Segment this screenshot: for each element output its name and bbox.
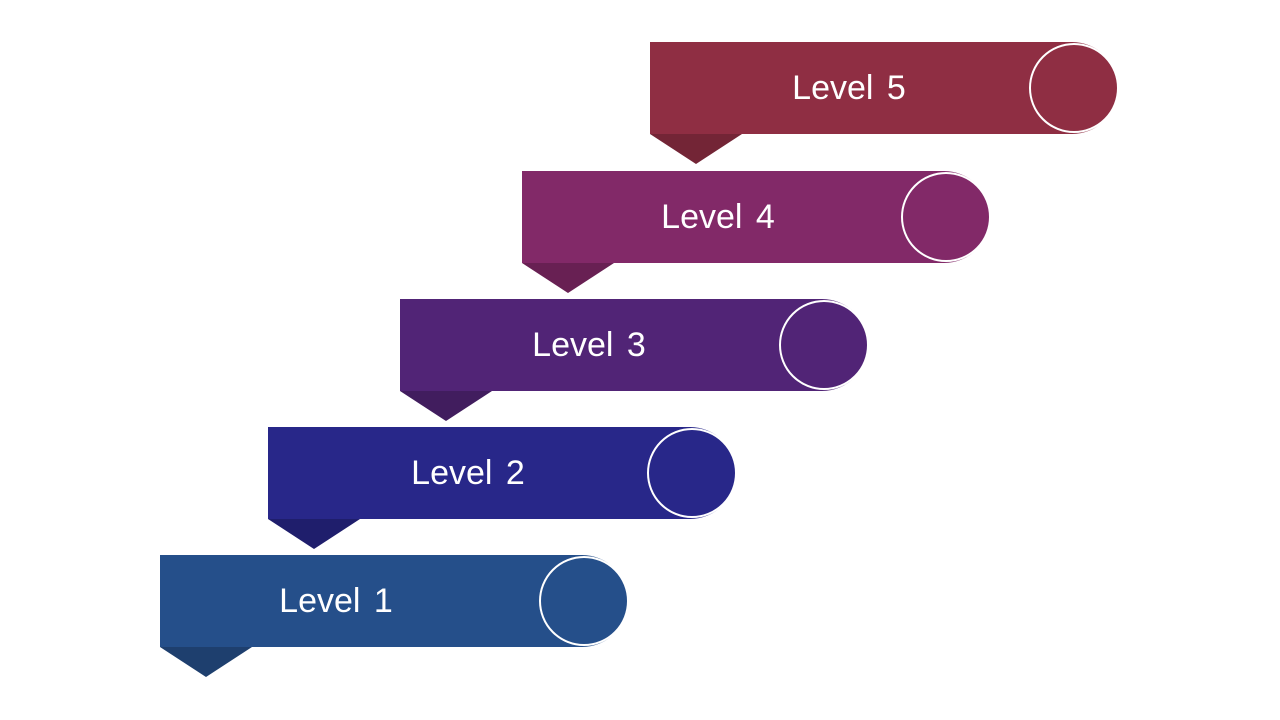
level-5-step: Level 5 (650, 42, 1120, 178)
level-2-label: Level 2 (411, 454, 525, 492)
level-2-step: Level 2 (268, 427, 738, 563)
level-3-banner (400, 299, 868, 391)
level-3-end-circle (779, 300, 869, 390)
level-5-banner (650, 42, 1118, 134)
level-4-fold-tab (522, 263, 614, 293)
level-4-banner-shape (522, 171, 991, 293)
level-4-banner (522, 171, 990, 263)
level-4-label: Level 4 (661, 198, 775, 236)
level-2-end-circle (647, 428, 737, 518)
level-3-step: Level 3 (400, 299, 870, 435)
level-5-fold-tab (650, 134, 742, 164)
level-1-fold-tab (160, 647, 252, 677)
level-2-fold-tab (268, 519, 360, 549)
level-4-end-circle (901, 172, 991, 262)
level-4-step: Level 4 (522, 171, 992, 307)
level-1-step: Level 1 (160, 555, 630, 691)
level-1-label: Level 1 (279, 582, 393, 620)
level-1-end-circle (539, 556, 629, 646)
level-1-banner (160, 555, 628, 647)
level-2-banner (268, 427, 736, 519)
level-1-banner-shape (160, 555, 629, 677)
level-2-banner-shape (268, 427, 737, 549)
level-3-label: Level 3 (532, 326, 646, 364)
level-5-end-circle (1029, 43, 1119, 133)
level-5-label: Level 5 (792, 69, 906, 107)
level-5-banner-shape (650, 42, 1119, 164)
level-3-banner-shape (400, 299, 869, 421)
level-3-fold-tab (400, 391, 492, 421)
